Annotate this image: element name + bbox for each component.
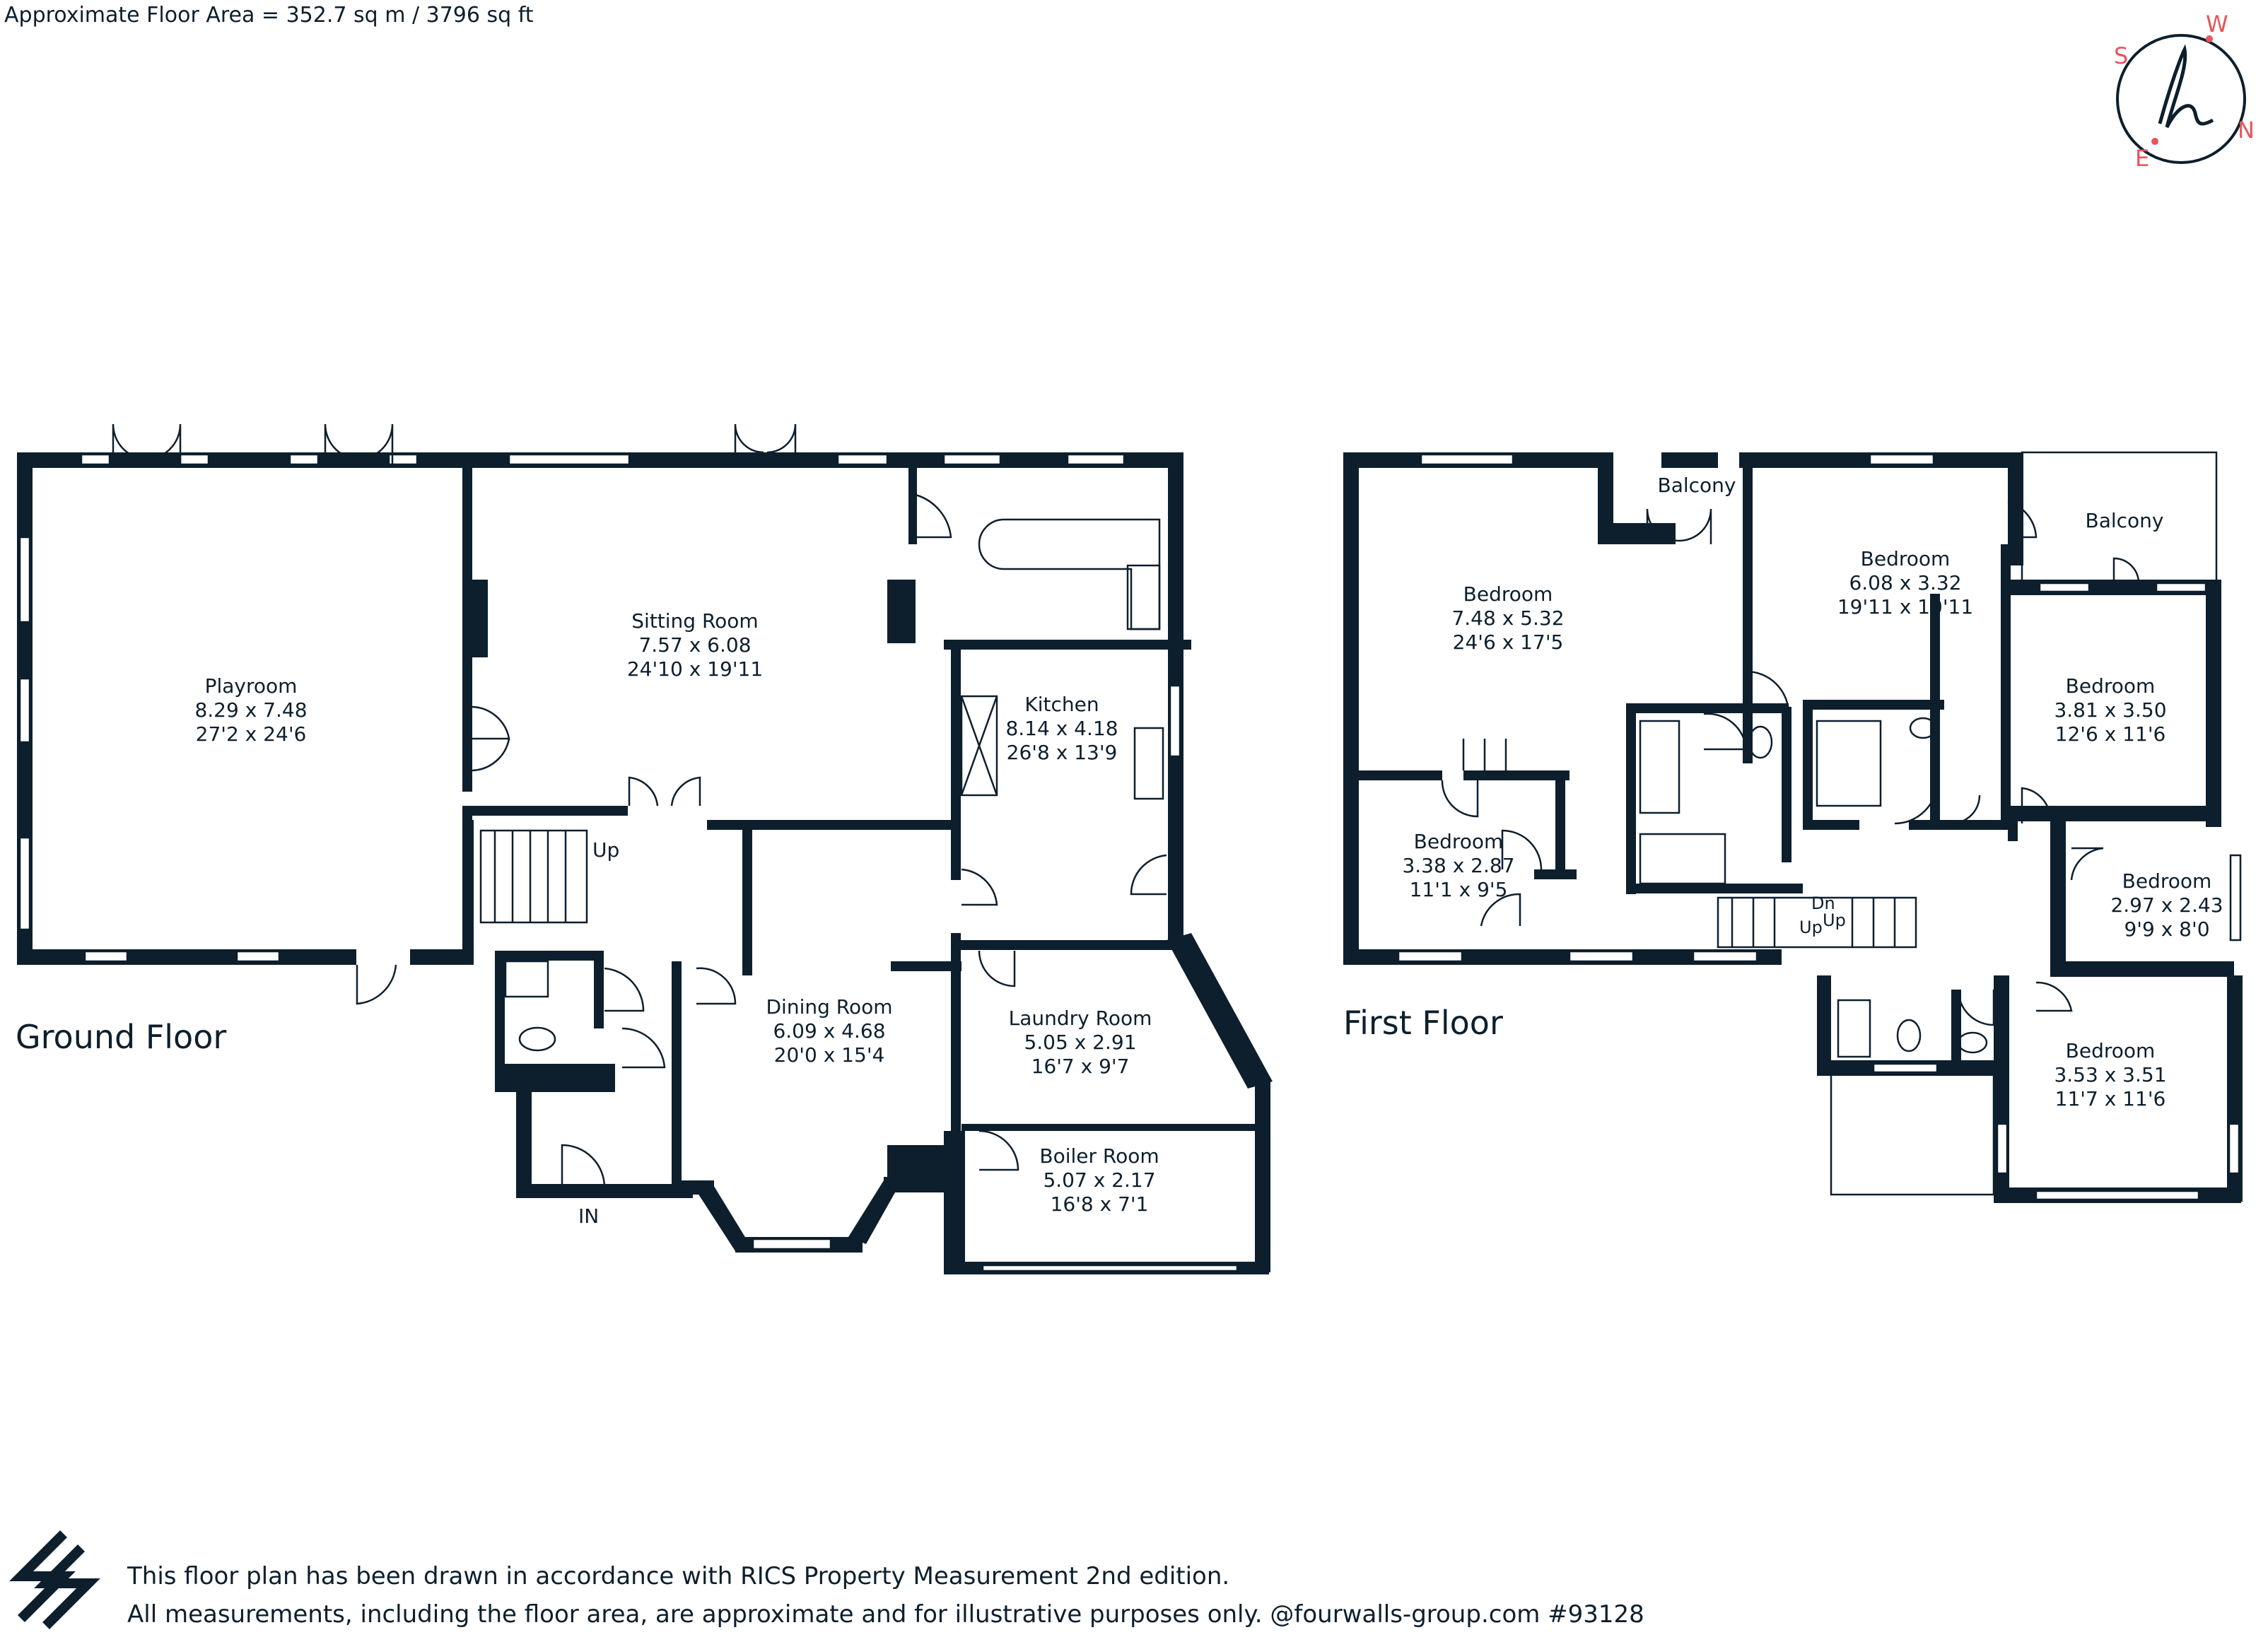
room-name-bedroom-6: Bedroom (2066, 1039, 2156, 1062)
room-name-bedroom-1: Bedroom (1463, 582, 1553, 606)
compass-n-label: N (2238, 117, 2255, 143)
first-floor-labels: Bedroom 7.48 x 5.32 24'6 x 17'5 Bedroom … (1402, 474, 2223, 1110)
fourwalls-logo-icon (9, 1530, 100, 1629)
room-imperial-bedroom-6: 11'7 x 11'6 (2055, 1087, 2166, 1110)
room-imperial-dining-room: 20'0 x 15'4 (774, 1043, 885, 1067)
disclaimer-line-2: All measurements, including the floor ar… (127, 1600, 1644, 1629)
first-floor-title: First Floor (1343, 1004, 1503, 1042)
room-name-bedroom-3: Bedroom (2066, 674, 2156, 698)
room-metric-boiler-room: 5.07 x 2.17 (1043, 1168, 1155, 1192)
room-metric-bedroom-5: 2.97 x 2.43 (2110, 893, 2223, 917)
room-imperial-bedroom-5: 9'9 x 8'0 (2124, 917, 2209, 941)
ground-floor-doors (112, 423, 1167, 1188)
disclaimer-line-1: This floor plan has been drawn in accord… (127, 1562, 1230, 1590)
ground-floor-title: Ground Floor (16, 1018, 227, 1056)
room-name-bedroom-4: Bedroom (1414, 830, 1504, 853)
ground-floor-labels: Playroom 8.29 x 7.48 27'2 x 24'6 Sitting… (194, 609, 1159, 1228)
room-imperial-bedroom-2: 19'11 x 10'11 (1837, 595, 1973, 618)
room-imperial-boiler-room: 16'8 x 7'1 (1051, 1192, 1149, 1216)
floor-area-text: Approximate Floor Area = 352.7 sq m / 37… (4, 3, 534, 28)
room-metric-playroom: 8.29 x 7.48 (194, 698, 307, 722)
room-imperial-bedroom-4: 11'1 x 9'5 (1410, 878, 1508, 901)
room-metric-bedroom-1: 7.48 x 5.32 (1451, 606, 1564, 630)
compass-s-label: S (2114, 42, 2128, 69)
room-imperial-bedroom-3: 12'6 x 11'6 (2055, 722, 2166, 746)
ground-floor-fixtures (479, 518, 1164, 1052)
compass-logo-icon: S W E N (2114, 11, 2255, 172)
room-name-bedroom-2: Bedroom (1861, 547, 1951, 570)
ground-floor-windows (18, 453, 1239, 1272)
room-name-laundry-room: Laundry Room (1009, 1007, 1152, 1030)
room-metric-kitchen: 8.14 x 4.18 (1005, 717, 1118, 740)
room-name-boiler-room: Boiler Room (1039, 1144, 1159, 1168)
room-name-sitting-room: Sitting Room (631, 609, 758, 633)
room-name-bedroom-5: Bedroom (2122, 869, 2212, 893)
room-metric-sitting-room: 7.57 x 6.08 (638, 633, 751, 657)
balcony-label-2: Balcony (2086, 509, 2164, 532)
room-metric-bedroom-4: 3.38 x 2.87 (1402, 854, 1514, 877)
room-imperial-playroom: 27'2 x 24'6 (196, 722, 307, 746)
compass-w-label: W (2206, 11, 2228, 37)
room-imperial-bedroom-1: 24'6 x 17'5 (1453, 631, 1564, 654)
stairs-dn-label: Dn (1811, 893, 1835, 913)
room-metric-dining-room: 6.09 x 4.68 (773, 1019, 885, 1043)
room-metric-bedroom-3: 3.81 x 3.50 (2054, 698, 2166, 722)
first-floor-windows (1397, 451, 2242, 1201)
compass-e-label: E (2135, 145, 2149, 172)
stairs-up-label-2: Up (1823, 910, 1846, 930)
first-floor-fixtures (1441, 500, 2140, 1058)
stairs-up-label: Up (592, 838, 619, 862)
entrance-in-label: IN (578, 1204, 599, 1228)
room-imperial-laundry-room: 16'7 x 9'7 (1031, 1055, 1130, 1078)
room-metric-laundry-room: 5.05 x 2.91 (1024, 1031, 1136, 1054)
room-imperial-kitchen: 26'8 x 13'9 (1007, 741, 1118, 764)
balcony-label-1: Balcony (1658, 474, 1736, 497)
room-name-dining-room: Dining Room (766, 995, 892, 1019)
room-metric-bedroom-6: 3.53 x 3.51 (2054, 1063, 2166, 1086)
stairs-up-label-1: Up (1799, 917, 1823, 937)
room-name-playroom: Playroom (205, 674, 298, 698)
room-metric-bedroom-2: 6.08 x 3.32 (1849, 571, 1961, 594)
room-imperial-sitting-room: 24'10 x 19'11 (627, 657, 763, 681)
room-name-kitchen: Kitchen (1024, 693, 1099, 716)
